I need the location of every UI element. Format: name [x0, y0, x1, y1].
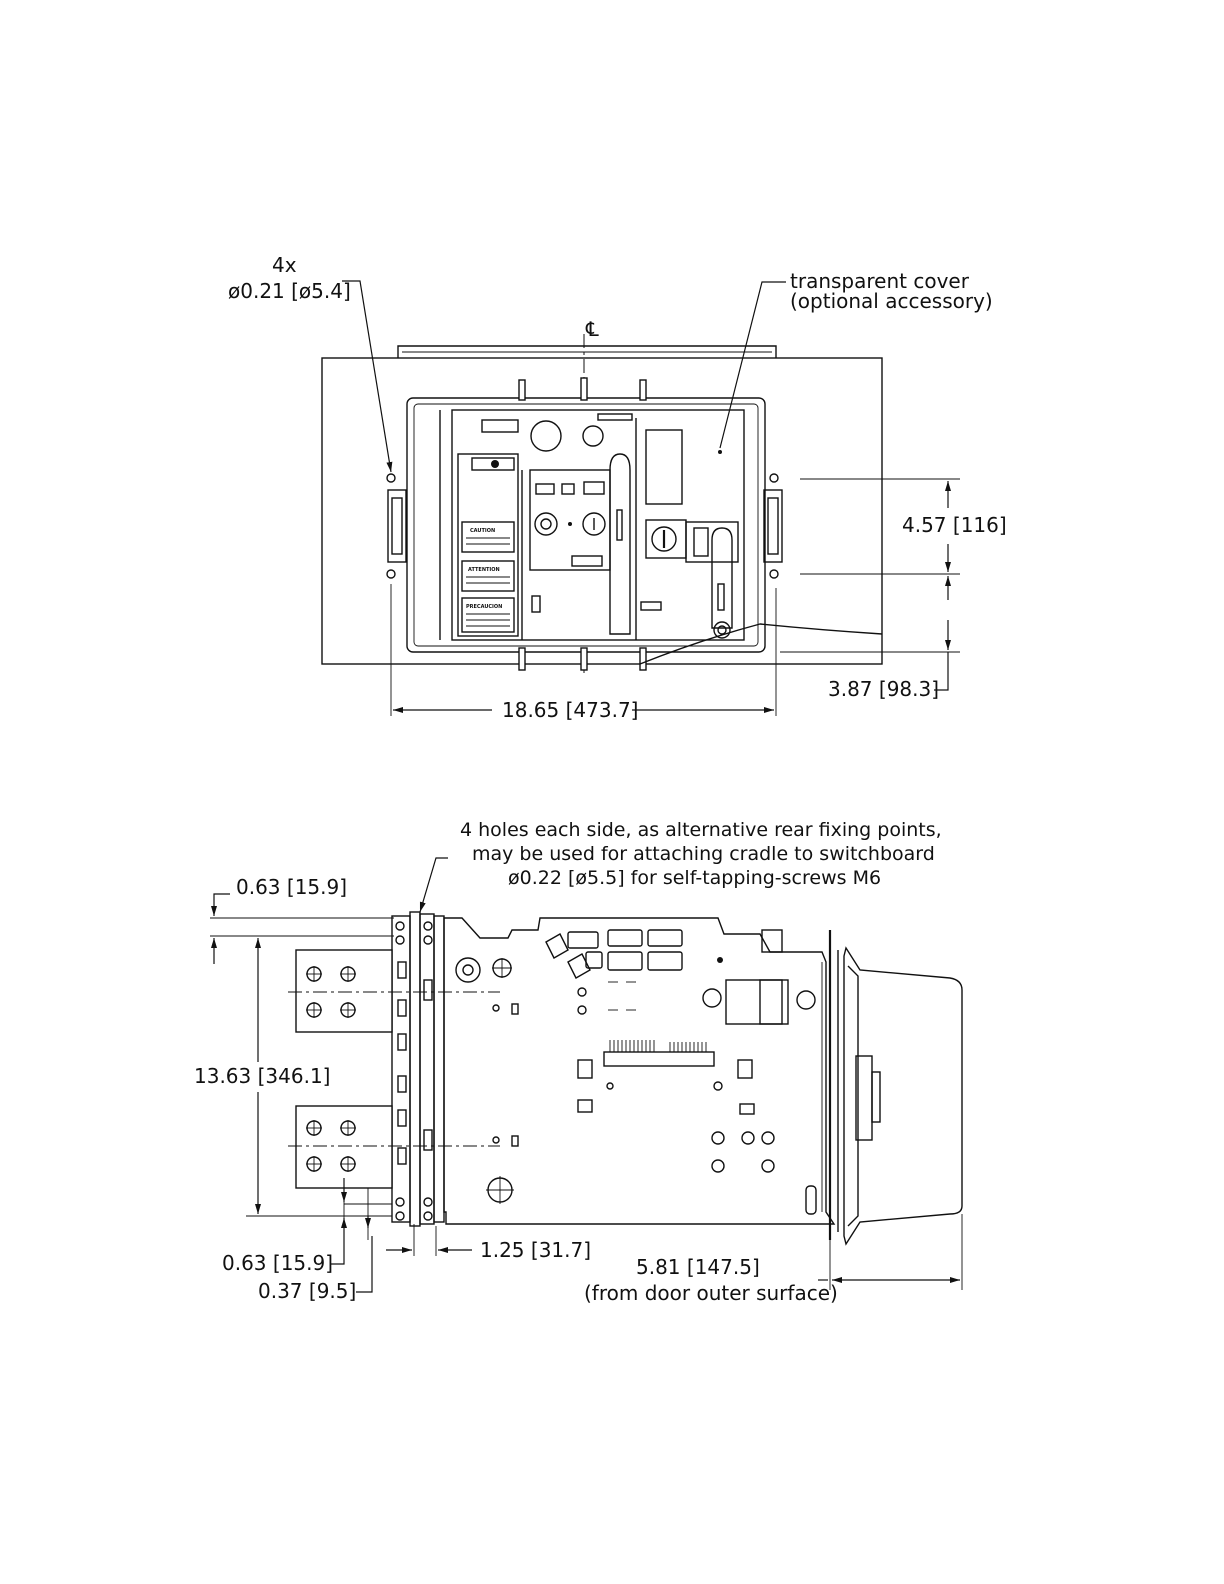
- door-cover: [828, 930, 963, 1246]
- fixing-note-line3: ø0.22 [ø5.5] for self-tapping-screws M6: [508, 867, 881, 889]
- centerline-symbol: ℄: [585, 317, 599, 341]
- left-side-handle: [386, 473, 407, 579]
- flange-screws: [395, 921, 433, 1221]
- cover-label-accessory: (optional accessory): [790, 289, 993, 313]
- warning-label-panel: [457, 453, 519, 637]
- flange-slots: [397, 961, 433, 1165]
- right-side-handle: [763, 473, 783, 579]
- breaker-face: [451, 409, 745, 641]
- upper-bus-bar: [288, 949, 500, 1033]
- top-tabs: [518, 377, 647, 671]
- dim-bottom-offset: 3.87 [98.3]: [828, 677, 939, 701]
- dim-width: 18.65 [473.7]: [502, 698, 638, 722]
- dim-door-depth: 5.81 [147.5]: [636, 1255, 760, 1279]
- racking-handle: [711, 527, 733, 629]
- dim-flange-depth: 1.25 [31.7]: [480, 1238, 591, 1262]
- hole-diameter-label: ø0.21 [ø5.4]: [228, 279, 351, 303]
- charging-handle: [609, 453, 631, 635]
- cradle-side-body: [443, 917, 836, 1225]
- dim-hole-spacing: 4.57 [116]: [902, 513, 1007, 537]
- side-cutouts: [545, 929, 683, 979]
- fixing-note-line2: may be used for attaching cradle to swit…: [472, 843, 935, 865]
- switchboard-panel: [321, 357, 883, 665]
- svg-text:ATTENTION: ATTENTION: [468, 567, 500, 573]
- lower-bus-bar: [288, 1105, 500, 1189]
- svg-text:CAUTION: CAUTION: [470, 528, 495, 534]
- dim-door-note: (from door outer surface): [584, 1281, 838, 1305]
- push-button-off: [534, 512, 558, 536]
- svg-text:PRECAUCION: PRECAUCION: [466, 604, 502, 610]
- fixing-note-line1: 4 holes each side, as alternative rear f…: [460, 819, 942, 841]
- hole-count-label: 4x: [272, 253, 297, 277]
- dim-top-offset: 0.63 [15.9]: [236, 875, 347, 899]
- lifting-lug: [455, 957, 481, 983]
- indicator-large: [530, 420, 562, 452]
- push-button-on: [582, 512, 606, 536]
- secondary-connectors: [603, 1040, 715, 1067]
- mechanism-block: [725, 979, 789, 1025]
- key-lock-icon: [651, 526, 677, 552]
- side-view: 4 holes each side, as alternative rear f…: [194, 819, 963, 1305]
- front-view: ℄ CAUTION ATTENTION: [228, 253, 1007, 722]
- indicator-small: [582, 425, 604, 447]
- dim-height: 13.63 [346.1]: [194, 1064, 330, 1088]
- dim-bottom-flange-offset: 0.63 [15.9]: [222, 1251, 333, 1275]
- cover-label: transparent cover: [790, 269, 970, 293]
- dim-flange-thickness: 0.37 [9.5]: [258, 1279, 356, 1303]
